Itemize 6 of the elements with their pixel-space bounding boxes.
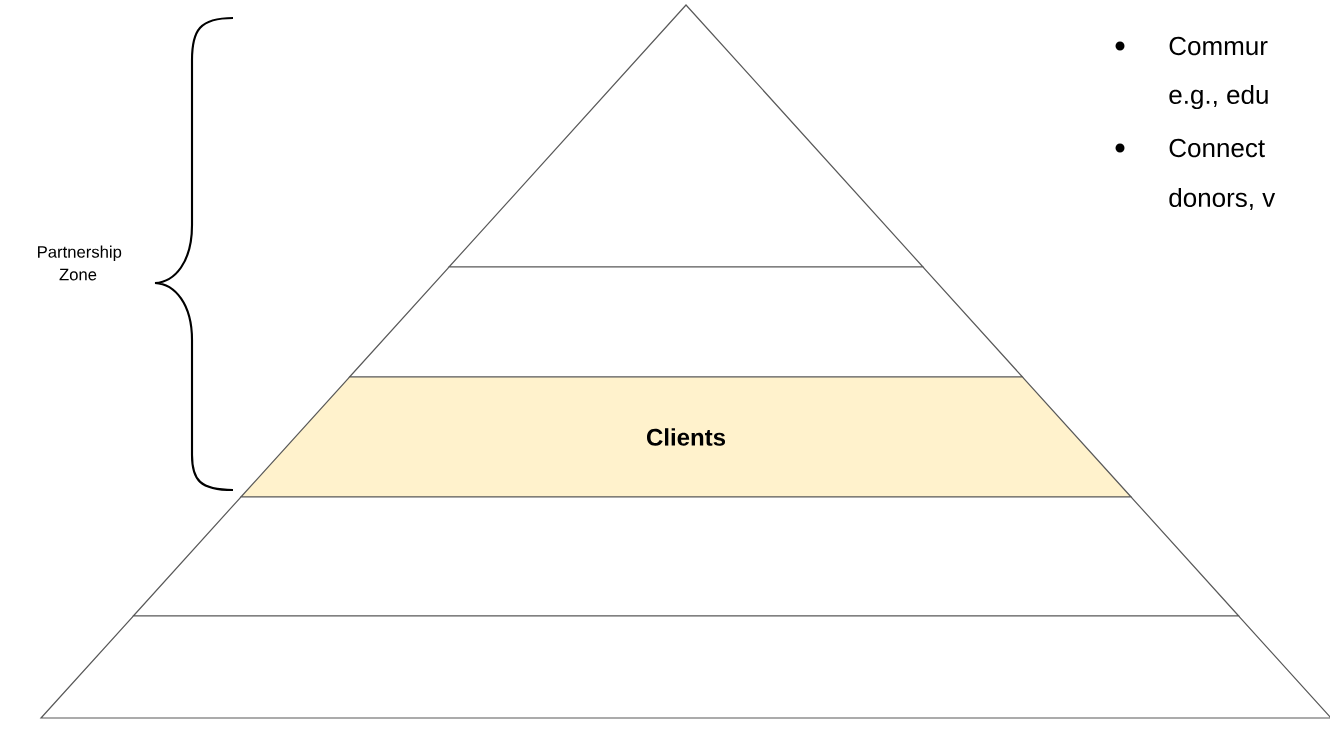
zone-label: Partnership Zone (38, 245, 122, 281)
bullet-text: e.g., edu (1169, 84, 1268, 110)
bullet-text: Commur (1169, 36, 1268, 56)
pyramid-band (348, 266, 1024, 378)
bullet-text: Connect (1169, 138, 1265, 158)
bullet-text: donors, v (1169, 187, 1276, 211)
